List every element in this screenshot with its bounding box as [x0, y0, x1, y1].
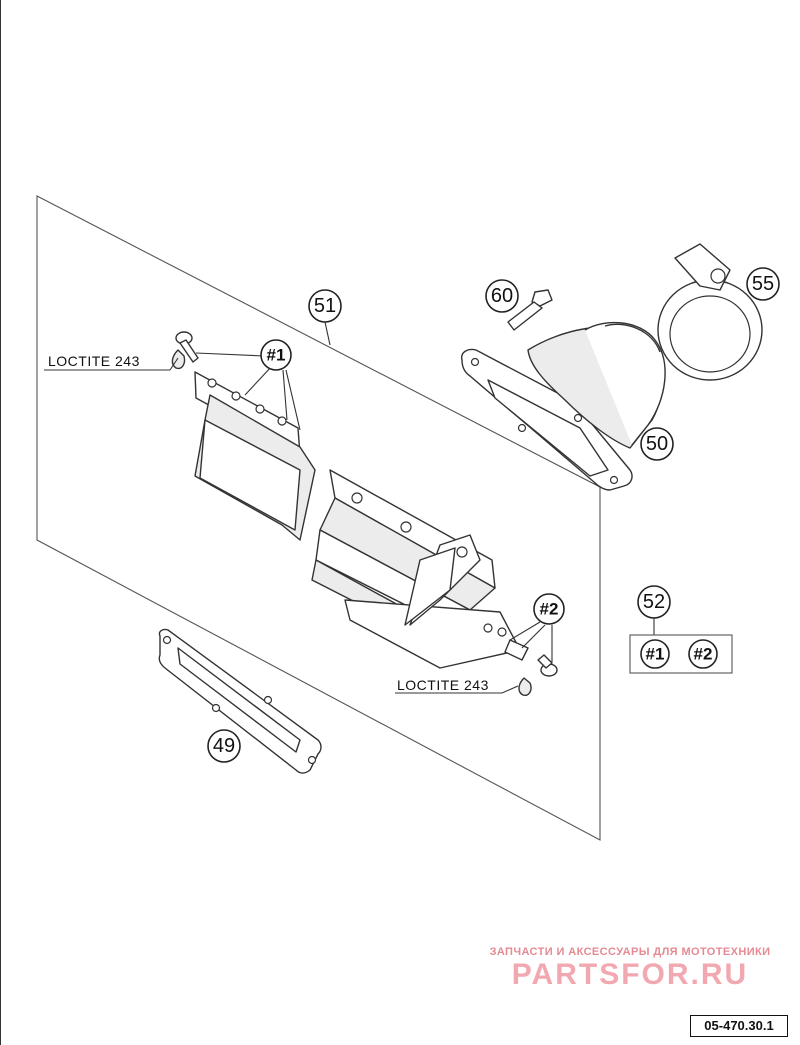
page-left-rule [0, 0, 1, 1045]
drawing-number: 05-470.30.1 [690, 1015, 788, 1037]
watermark-tagline: ЗАПЧАСТИ И АКСЕССУАРЫ ДЛЯ МОТОТЕХНИКИ [489, 946, 771, 958]
loctite-label-bottom: LOCTITE 243 [397, 677, 489, 693]
callout-55: 55 [746, 267, 780, 301]
callout-50-text: 50 [646, 433, 668, 455]
reed-petal-part [194, 371, 316, 541]
tag-2-bottom-text: #2 [540, 600, 559, 619]
callout-52-text: 52 [643, 591, 665, 613]
screw-top [175, 331, 199, 363]
tag-1-top: #1 [260, 339, 292, 371]
kit-tag-2: #2 [688, 639, 718, 669]
loctite-drop-top [171, 349, 186, 370]
callout-60-text: 60 [491, 285, 513, 307]
callout-52: 52 [637, 585, 671, 619]
watermark-brand: PARTSFOR.RU [511, 958, 749, 991]
kit-tag-1-text: #1 [646, 645, 665, 664]
callout-55-text: 55 [752, 273, 774, 295]
callout-51-text: 51 [314, 295, 336, 317]
kit-tag-2-text: #2 [694, 645, 713, 664]
bolt-60-part [507, 289, 553, 331]
callout-50: 50 [640, 427, 674, 461]
intake-flange-50-part [461, 321, 666, 491]
callout-60: 60 [485, 279, 519, 313]
tag-1-top-text: #1 [267, 346, 286, 365]
kit-tag-1: #1 [640, 639, 670, 669]
loctite-label-top: LOCTITE 243 [48, 353, 140, 369]
screw-bottom [537, 654, 558, 677]
reed-valve-block [311, 469, 529, 669]
kit-52-box [629, 634, 733, 674]
watermark: ЗАПЧАСТИ И АКСЕССУАРЫ ДЛЯ МОТОТЕХНИКИ PA… [470, 946, 790, 992]
callout-51: 51 [308, 289, 342, 323]
callout-49-text: 49 [213, 735, 235, 757]
tag-2-bottom: #2 [533, 593, 565, 625]
assembly-51-frame [36, 195, 601, 841]
loctite-drop-bottom [518, 677, 532, 697]
callout-49: 49 [207, 729, 241, 763]
leader-lines [44, 321, 655, 694]
hose-clamp-55-part [657, 243, 763, 381]
gasket-49-part [158, 628, 322, 774]
